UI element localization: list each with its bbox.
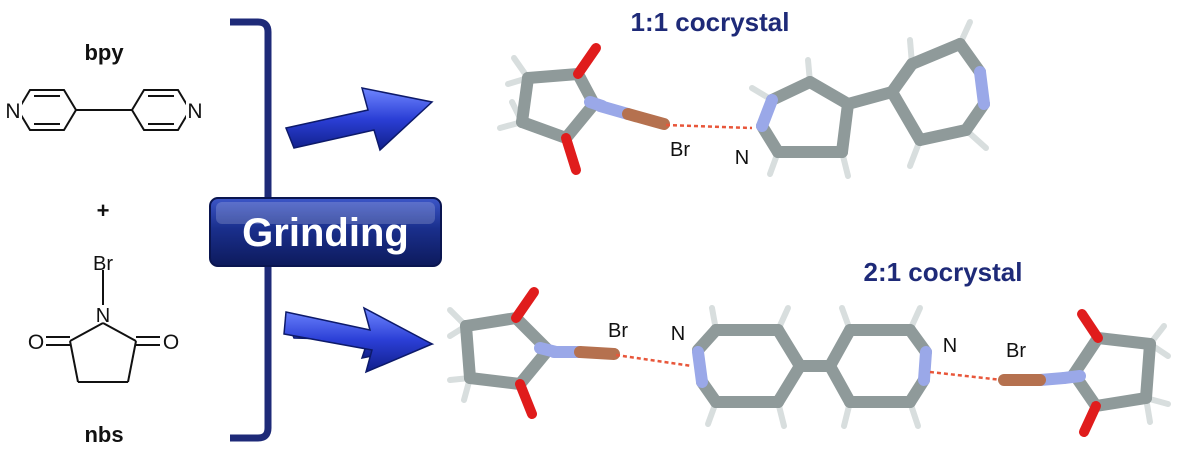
nbs-o-left-label: O (28, 331, 44, 354)
nbs-name: nbs (84, 422, 123, 447)
bpy-molecule-lower (692, 305, 932, 429)
bpy-structure (16, 89, 192, 131)
lower-n-right-label: N (943, 335, 957, 357)
nbs-molecule-lower-left (447, 287, 620, 419)
halogen-bond-upper (665, 123, 753, 130)
bpy-n-right-label: N (187, 100, 202, 123)
nbs-structure (46, 270, 160, 383)
nbs-br-label: Br (93, 253, 113, 275)
arrow-lower (283, 306, 435, 374)
cocrystal-1-1-title: 1:1 cocrystal (631, 7, 790, 37)
arrow-upper (284, 87, 434, 152)
bpy-n-left-mask (6, 100, 22, 120)
cocrystal-2-1-title: 2:1 cocrystal (864, 257, 1023, 287)
lower-n-left-label: N (671, 323, 685, 345)
bpy-name: bpy (84, 40, 124, 65)
halogen-bond-lower-left (615, 353, 693, 368)
nbs-molecule-lower-right (998, 309, 1171, 437)
halogen-bond-lower-right (929, 370, 1003, 382)
nbs-o-right-label: O (163, 331, 179, 354)
bpy-n-right-mask (186, 100, 202, 120)
bpy-n-left-label: N (5, 100, 20, 123)
upper-br-label: Br (670, 139, 690, 161)
nbs-molecule-upper (497, 43, 670, 175)
plus-sign: + (97, 198, 110, 223)
grinding-label: Grinding (242, 211, 409, 255)
nbs-n-label: N (96, 305, 110, 327)
lower-br-left-label: Br (608, 320, 628, 342)
upper-n-label: N (735, 147, 749, 169)
lower-br-right-label: Br (1006, 340, 1026, 362)
bpy-molecule-upper (749, 19, 990, 179)
grinding-button: Grinding (209, 197, 442, 267)
